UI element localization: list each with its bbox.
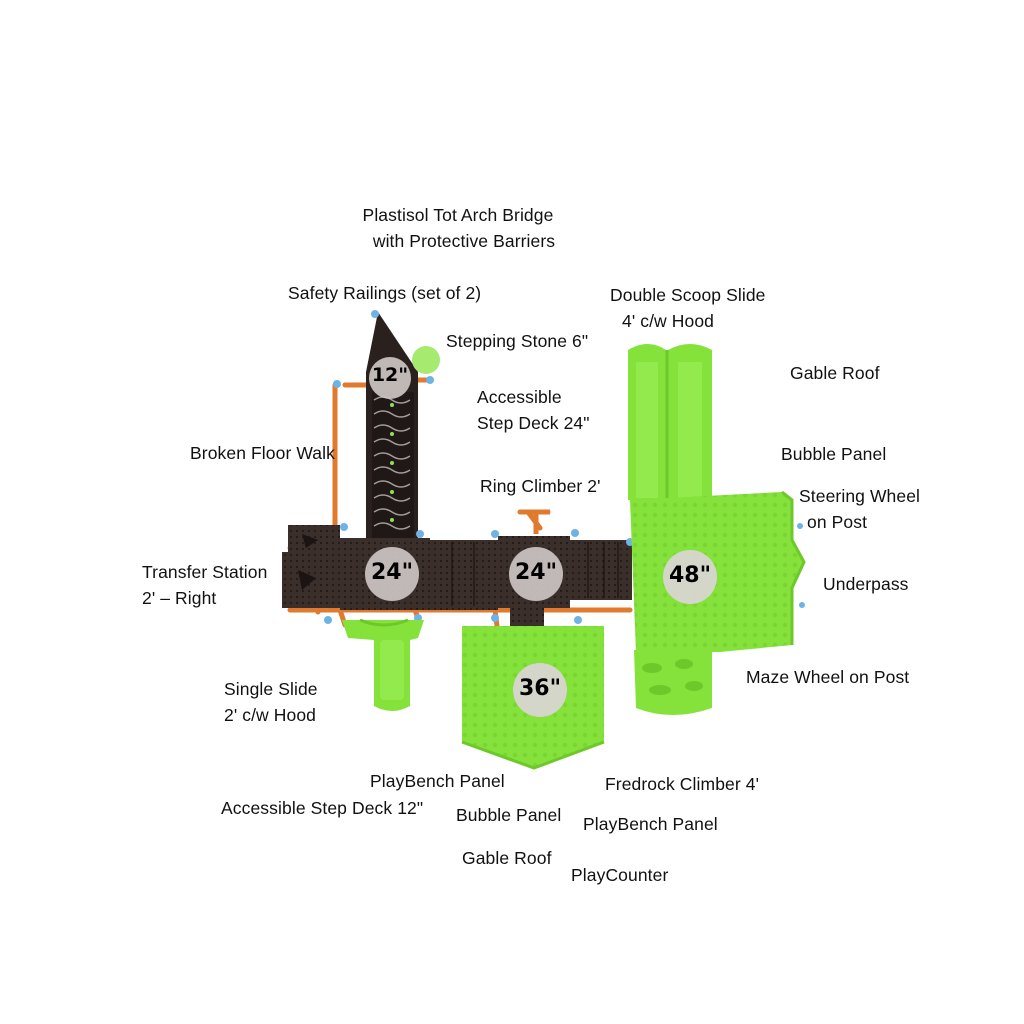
height-badge-36: [513, 663, 567, 717]
height-36-label: 36": [518, 676, 562, 701]
label-step-deck-24: Accessible Step Deck 24": [477, 387, 590, 433]
label-step-deck-12: Accessible Step Deck 12": [221, 798, 424, 818]
height-badge-12: [369, 357, 411, 399]
label-single-slide: Single Slide 2' c/w Hood: [224, 679, 318, 725]
label-playcounter: PlayCounter: [571, 865, 669, 885]
label-double-slide: Double Scoop Slide 4' c/w Hood: [610, 285, 766, 331]
label-ring-climber: Ring Climber 2': [480, 476, 601, 496]
label-playbench-left: PlayBench Panel: [370, 771, 505, 791]
label-underpass: Underpass: [823, 574, 909, 594]
label-bubble-panel-right: Bubble Panel: [781, 444, 887, 464]
height-badge-24a: [365, 547, 419, 601]
gable-roof-48: [630, 490, 806, 652]
label-safety-railings: Safety Railings (set of 2): [288, 283, 482, 303]
label-playbench-right: PlayBench Panel: [583, 814, 718, 834]
stepping-stone: [412, 346, 440, 374]
label-tot-bridge: Plastisol Tot Arch Bridge with Protectiv…: [362, 205, 556, 251]
post-caps: [324, 310, 805, 624]
broken-floor-walk: [366, 312, 418, 538]
double-scoop-slide: [628, 344, 712, 500]
label-maze-wheel: Maze Wheel on Post: [746, 667, 910, 687]
label-gable-roof-bottom: Gable Roof: [462, 848, 552, 868]
label-gable-roof-right: Gable Roof: [790, 363, 880, 383]
transfer-station: [282, 525, 340, 608]
height-badge-24b: [509, 547, 563, 601]
height-badge-48: [663, 550, 717, 604]
height-24a-label: 24": [370, 560, 414, 585]
label-transfer-station: Transfer Station 2' – Right: [142, 562, 268, 608]
label-broken-floor: Broken Floor Walk: [190, 443, 335, 463]
fredrock-climber: [634, 650, 712, 715]
height-48-label: 48": [668, 563, 712, 588]
height-12-label: 12": [371, 364, 409, 386]
single-slide: [342, 618, 424, 711]
height-badges: [365, 357, 717, 717]
label-stepping-stone: Stepping Stone 6": [446, 331, 589, 351]
label-bubble-panel-bottom: Bubble Panel: [456, 805, 562, 825]
label-fredrock: Fredrock Climber 4': [605, 774, 760, 794]
label-steering-wheel: Steering Wheel on Post: [799, 486, 921, 532]
height-24b-label: 24": [514, 560, 558, 585]
walk-planks: [373, 396, 411, 530]
ring-climber: [522, 509, 550, 534]
